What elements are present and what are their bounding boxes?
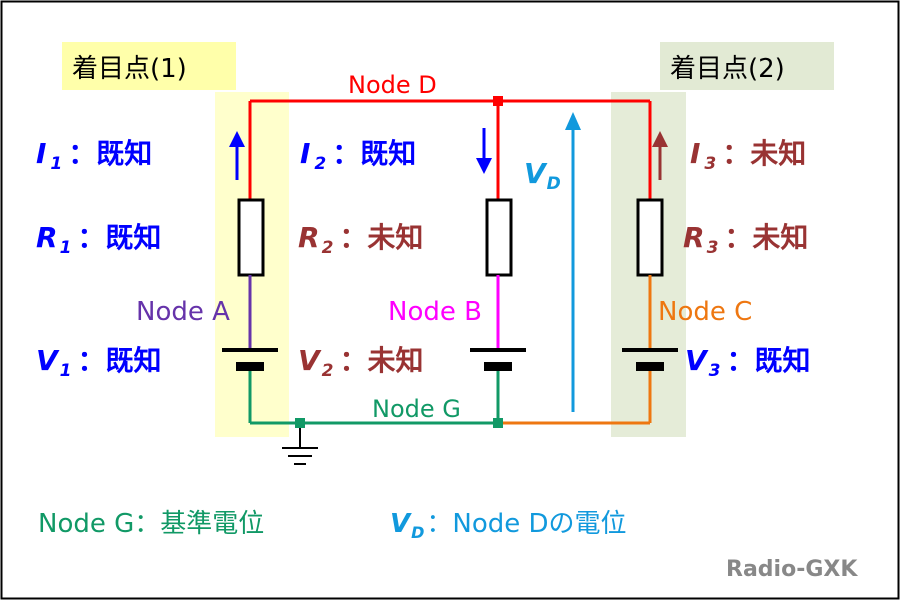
legend-vd: VD：Node Dの電位 <box>390 509 627 542</box>
current-arrow-i2-icon <box>476 128 492 174</box>
focus2-label-bg <box>660 42 834 90</box>
node-g-junction-left <box>295 418 305 428</box>
battery-v3-minus <box>636 362 664 371</box>
resistor-r1 <box>237 198 265 277</box>
node-b-label: Node B <box>388 297 482 327</box>
resistor-r2 <box>485 198 513 277</box>
node-d-junction <box>493 96 503 106</box>
node-d-label: Node D <box>348 71 437 99</box>
node-g-junction-mid <box>493 418 503 428</box>
vd-symbol: VD <box>524 157 561 194</box>
current-arrow-i1-icon <box>229 131 245 180</box>
current-arrow-i3-icon <box>652 131 668 180</box>
focus1-label: 着目点(1) <box>72 54 187 84</box>
battery-v1-minus <box>236 362 264 371</box>
node-g-label: Node G <box>372 395 461 423</box>
resistor-r3 <box>636 198 664 277</box>
battery-v2-minus <box>484 362 512 371</box>
node-c-label: Node C <box>658 297 752 327</box>
legend-node-g: Node G：基準電位 <box>38 509 264 539</box>
focus1-label-bg <box>62 42 236 90</box>
focus2-label: 着目点(2) <box>670 54 785 84</box>
credit-label: Radio-GXK <box>726 557 858 582</box>
ground-icon <box>282 428 318 465</box>
node-a-label: Node A <box>136 297 230 327</box>
vd-arrow-icon <box>565 112 581 412</box>
